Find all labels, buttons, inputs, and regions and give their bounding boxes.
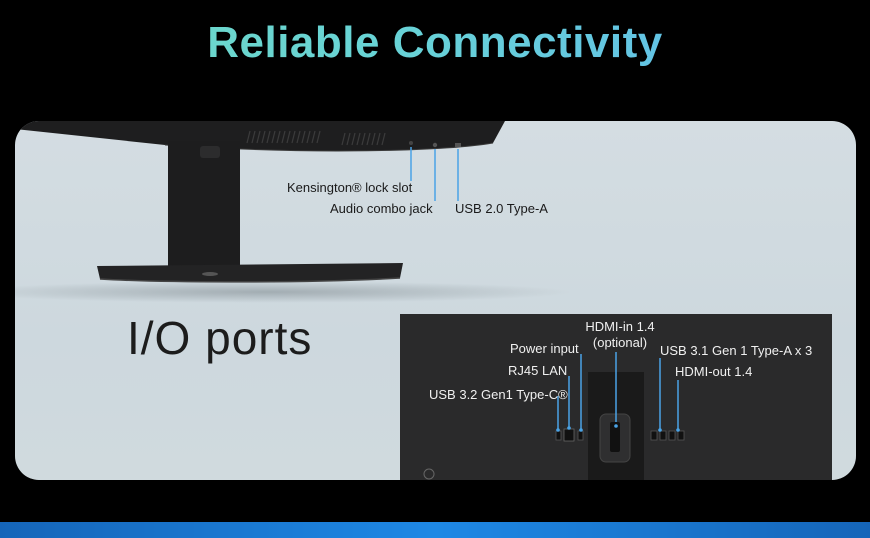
usb31-label: USB 3.1 Gen 1 Type-A x 3 [660, 343, 813, 358]
kensington-label: Kensington® lock slot [287, 180, 413, 195]
hdmi-out-label: HDMI-out 1.4 [675, 364, 753, 379]
usb20-label: USB 2.0 Type-A [455, 201, 548, 216]
rj45-label: RJ45 LAN [508, 363, 568, 378]
bottom-accent-bar [0, 522, 870, 538]
audio-jack-label: Audio combo jack [330, 201, 433, 216]
usb-c-label: USB 3.2 Gen1 Type-C® [429, 387, 568, 402]
io-ports-heading: I/O ports [127, 312, 313, 364]
floor-shadow [15, 281, 575, 303]
page-title: Reliable Connectivity [0, 18, 870, 68]
rear-ports-illustration [423, 352, 685, 480]
monitor-side-illustration [15, 121, 505, 283]
hdmi-in-label-line2: (optional) [592, 335, 648, 350]
product-panel: Kensington® lock slot Audio combo jack U… [15, 121, 856, 480]
rear-ports-image: HDMI-in 1.4 (optional) Power input USB 3… [400, 314, 832, 480]
power-input-label: Power input [510, 341, 579, 356]
hdmi-in-label: HDMI-in 1.4 (optional) [580, 319, 660, 351]
hdmi-in-label-line1: HDMI-in 1.4 [585, 319, 655, 334]
